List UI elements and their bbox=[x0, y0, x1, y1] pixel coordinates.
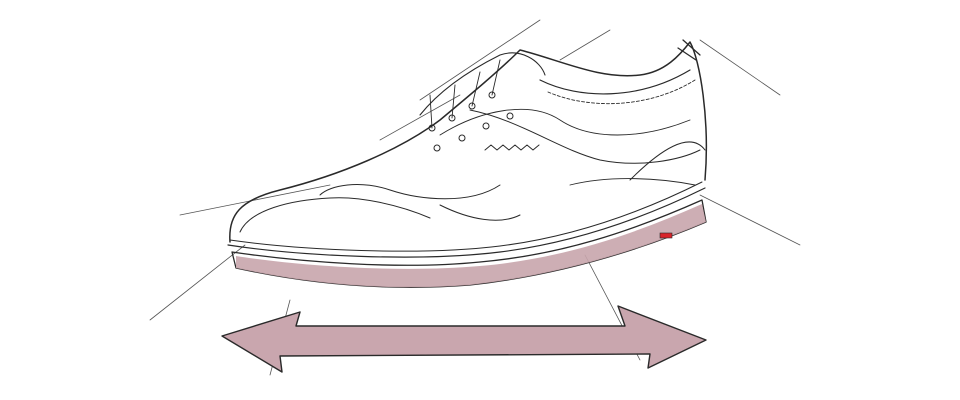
construction-lines bbox=[149, 19, 801, 376]
shoe-upper bbox=[229, 41, 708, 243]
wingtip-seam bbox=[319, 184, 501, 200]
lace-eyelets bbox=[428, 91, 514, 152]
laces bbox=[429, 59, 501, 129]
sole-welt bbox=[227, 187, 706, 258]
collar bbox=[539, 69, 691, 95]
sole-fill bbox=[236, 204, 706, 288]
heel-counter bbox=[629, 141, 706, 181]
double-arrow bbox=[221, 305, 707, 373]
serrated-trim bbox=[484, 144, 540, 151]
shoe-toe-cap bbox=[239, 197, 431, 233]
tongue bbox=[419, 52, 546, 116]
red-tag bbox=[659, 232, 673, 239]
quarter-seam bbox=[469, 109, 701, 164]
